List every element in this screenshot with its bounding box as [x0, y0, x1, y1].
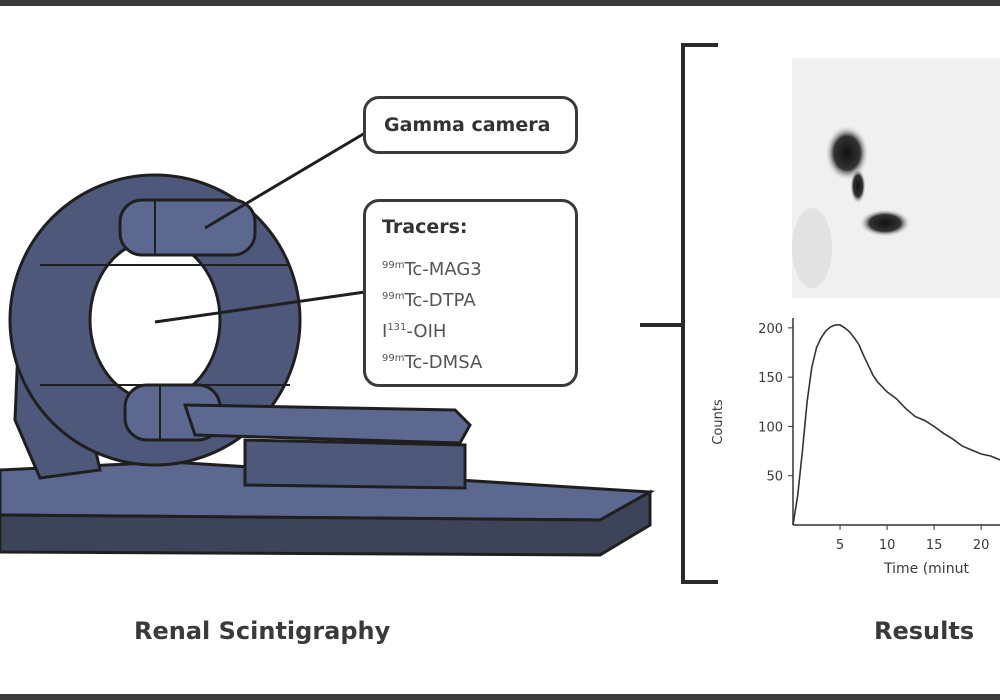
tracer-item: I131-OIH: [382, 321, 447, 342]
scintigraphy-scan-image: [792, 58, 1000, 298]
renogram-chart: 50 100 150 200 5 10 15 20 Counts Time (minut: [711, 318, 1000, 577]
gamma-camera-label: Gamma camera: [384, 114, 551, 136]
top-frame-border: [0, 0, 1000, 6]
gamma-camera-callout: Gamma camera: [363, 96, 578, 154]
caption-results: Results: [874, 617, 975, 645]
x-tick-label: 15: [926, 538, 943, 553]
tracer-callout-line: [154, 290, 366, 324]
x-tick-label: 10: [879, 538, 896, 553]
scan-blobs: [792, 125, 911, 288]
renogram-curve: [792, 324, 1000, 526]
tracer-item: 99mTc-MAG3: [382, 259, 482, 280]
y-axis-label: Counts: [711, 399, 726, 445]
y-tick-label: 150: [758, 371, 783, 386]
tracers-title: Tracers:: [382, 216, 468, 238]
gamma-camera-head-top: [118, 198, 257, 257]
y-tick-label: 100: [758, 420, 783, 435]
caption-renal-scintigraphy: Renal Scintigraphy: [134, 617, 391, 645]
bladder-uptake: [859, 209, 911, 237]
tracer-list: 99mTc-MAG3 99mTc-DTPA I131-OIH 99mTc-DMS…: [382, 250, 482, 374]
x-axis-label: Time (minut: [883, 561, 969, 577]
ureter-uptake: [850, 168, 866, 204]
kidney-uptake: [825, 125, 869, 181]
tracers-callout: Tracers: 99mTc-MAG3 99mTc-DTPA I131-OIH …: [363, 199, 578, 387]
patient-table-top: [182, 403, 472, 445]
x-tick-label: 5: [836, 538, 844, 553]
bottom-frame-border: [0, 694, 1000, 700]
background-noise: [792, 208, 832, 288]
tracer-item: 99mTc-DTPA: [382, 290, 476, 311]
tracer-item: 99mTc-DMSA: [382, 352, 483, 373]
x-tick-label: 20: [973, 538, 990, 553]
patient-table-pedestal: [243, 438, 467, 490]
scanner-base-front: [0, 489, 652, 557]
results-bracket: [640, 43, 718, 584]
y-tick-label: 50: [766, 470, 783, 485]
camera-callout-line: [204, 131, 366, 230]
y-tick-label: 200: [758, 322, 783, 337]
